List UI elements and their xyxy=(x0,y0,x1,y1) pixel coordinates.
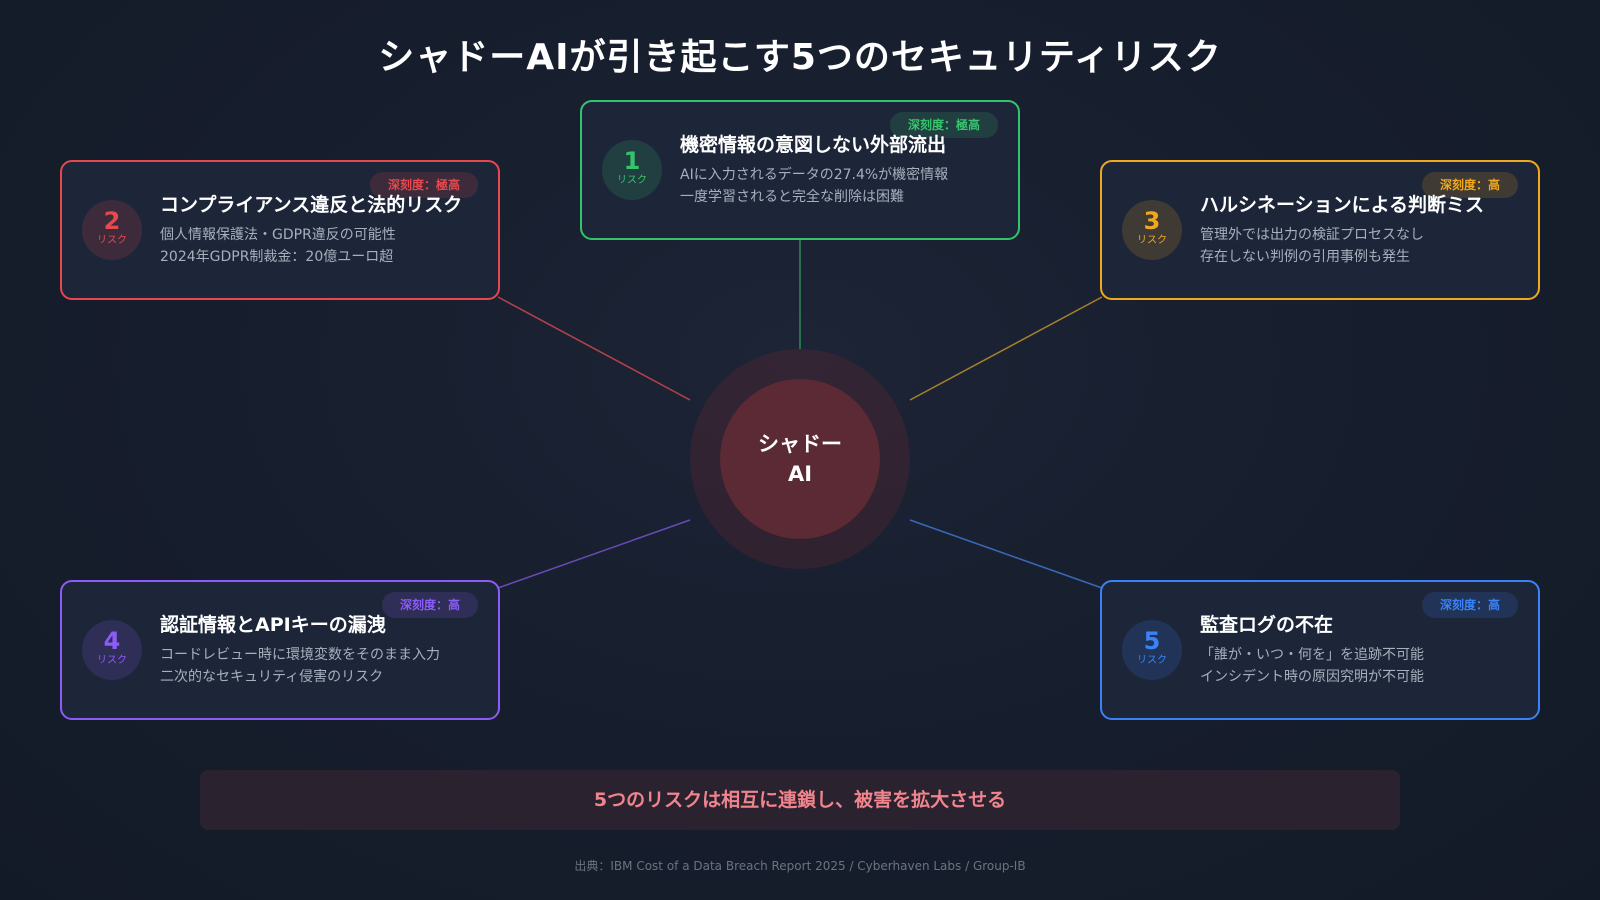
severity-badge: 深刻度：高 xyxy=(1421,592,1518,618)
risk-card-4: 深刻度：高 4 リスク 認証情報とAPIキーの漏洩 コードレビュー時に環境変数を… xyxy=(60,580,500,720)
risk-description-line-2: 2024年GDPR制裁金：20億ユーロ超 xyxy=(160,249,394,265)
risk-number: 3 xyxy=(1143,207,1161,235)
risk-description-line-2: 存在しない判例の引用事例も発生 xyxy=(1200,249,1410,265)
center-label-line-1: シャドー xyxy=(758,432,842,456)
severity-badge: 深刻度：高 xyxy=(381,592,478,618)
risk-number-circle: 4 リスク xyxy=(82,620,142,680)
risk-description-line-2: 二次的なセキュリティ侵害のリスク xyxy=(160,669,384,685)
page-title: シャドーAIが引き起こす5つのセキュリティリスク xyxy=(378,37,1222,78)
risk-number: 2 xyxy=(103,207,121,235)
risk-description-line-1: コードレビュー時に環境変数をそのまま入力 xyxy=(160,647,440,663)
center-node-halo: シャドー AI xyxy=(690,349,910,569)
center-node: シャドー AI xyxy=(720,379,880,539)
risk-description-line-2: 一度学習されると完全な削除は困難 xyxy=(680,189,904,205)
risk-description-line-1: 個人情報保護法・GDPR違反の可能性 xyxy=(160,227,396,243)
risk-number: 1 xyxy=(623,147,641,175)
connector-risk-3 xyxy=(909,296,1103,401)
risk-description-line-1: 「誰が・いつ・何を」を追跡不可能 xyxy=(1200,647,1424,663)
severity-badge: 深刻度：極高 xyxy=(369,172,478,198)
severity-badge: 深刻度：高 xyxy=(1421,172,1518,198)
risk-number-label: リスク xyxy=(1137,655,1167,666)
risk-description-line-2: インシデント時の原因究明が不可能 xyxy=(1200,669,1424,685)
risk-number: 5 xyxy=(1143,627,1161,655)
risk-number-circle: 3 リスク xyxy=(1122,200,1182,260)
risk-title: ハルシネーションによる判断ミス xyxy=(1200,194,1485,216)
risk-number-circle: 2 リスク xyxy=(82,200,142,260)
risk-number-label: リスク xyxy=(97,235,127,246)
connector-risk-5 xyxy=(909,519,1103,589)
risk-description-line-1: AIに入力されるデータの27.4%が機密情報 xyxy=(680,167,949,183)
risk-number-circle: 1 リスク xyxy=(602,140,662,200)
risk-title: コンプライアンス違反と法的リスク xyxy=(160,194,463,216)
risk-card-3: 深刻度：高 3 リスク ハルシネーションによる判断ミス 管理外では出力の検証プロ… xyxy=(1100,160,1540,300)
risk-card-1: 深刻度：極高 1 リスク 機密情報の意図しない外部流出 AIに入力されるデータの… xyxy=(580,100,1020,240)
connector-risk-2 xyxy=(497,296,691,401)
risk-card-5: 深刻度：高 5 リスク 監査ログの不在 「誰が・いつ・何を」を追跡不可能 インシ… xyxy=(1100,580,1540,720)
risk-number-label: リスク xyxy=(97,655,127,666)
risk-title: 認証情報とAPIキーの漏洩 xyxy=(160,614,386,636)
center-label-line-2: AI xyxy=(787,462,813,486)
risk-title: 機密情報の意図しない外部流出 xyxy=(680,134,947,156)
source-citation: 出典：IBM Cost of a Data Breach Report 2025… xyxy=(574,859,1026,873)
summary-banner: 5つのリスクは相互に連鎖し、被害を拡大させる xyxy=(200,770,1400,830)
risk-number-circle: 5 リスク xyxy=(1122,620,1182,680)
risk-number-label: リスク xyxy=(617,175,647,186)
risk-number-label: リスク xyxy=(1137,235,1167,246)
risk-number: 4 xyxy=(103,627,121,655)
risk-description-line-1: 管理外では出力の検証プロセスなし xyxy=(1200,227,1424,243)
risk-title: 監査ログの不在 xyxy=(1200,614,1334,636)
connector-risk-4 xyxy=(497,519,691,589)
risk-card-2: 深刻度：極高 2 リスク コンプライアンス違反と法的リスク 個人情報保護法・GD… xyxy=(60,160,500,300)
severity-badge: 深刻度：極高 xyxy=(889,112,998,138)
